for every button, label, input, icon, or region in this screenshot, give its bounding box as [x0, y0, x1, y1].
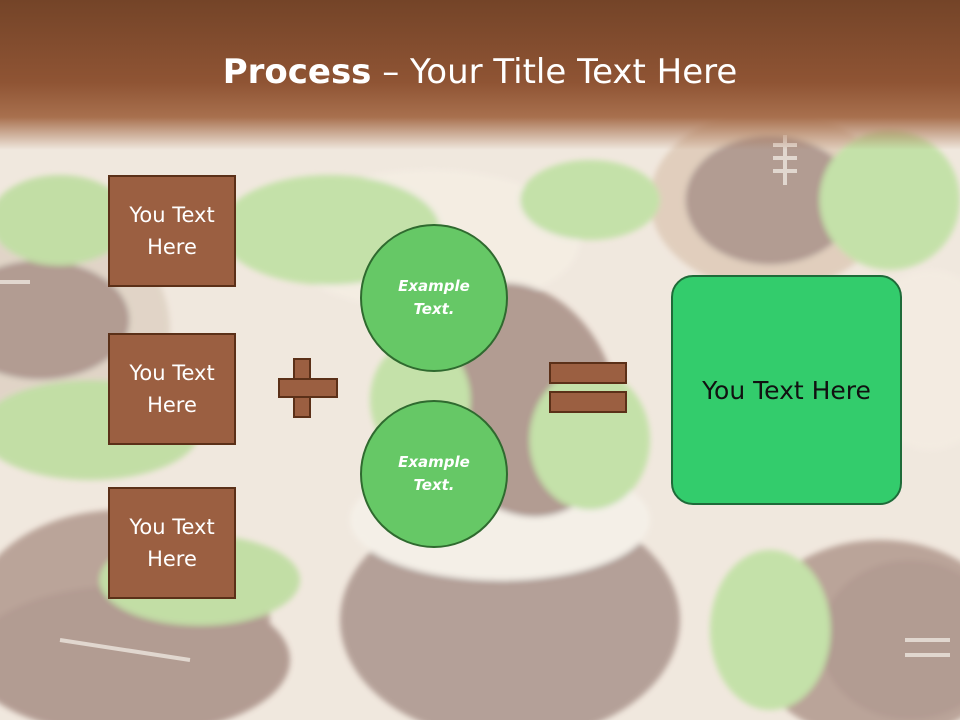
left-box-1-line1: You Text	[129, 203, 215, 227]
title-rest: – Your Title Text Here	[371, 52, 738, 92]
title-header-band	[0, 0, 960, 150]
equals-icon-bottom-bar	[549, 391, 627, 413]
slide-title: Process – Your Title Text Here	[0, 52, 960, 92]
circle-2-line2: Text.	[413, 476, 455, 494]
left-box-1-line2: Here	[147, 235, 197, 259]
plus-icon-center	[295, 380, 309, 396]
left-box-3-line1: You Text	[129, 515, 215, 539]
left-box-2-line2: Here	[147, 393, 197, 417]
result-label: You Text Here	[702, 375, 871, 405]
left-box-3-line2: Here	[147, 547, 197, 571]
result-box[interactable]: You Text Here	[671, 275, 902, 505]
title-bold: Process	[222, 52, 372, 92]
circle-1-line1: Example	[398, 277, 470, 295]
circle-2-line1: Example	[398, 453, 470, 471]
equals-icon-top-bar	[549, 362, 627, 384]
left-box-2-line1: You Text	[129, 361, 215, 385]
circle-1-line2: Text.	[413, 300, 455, 318]
